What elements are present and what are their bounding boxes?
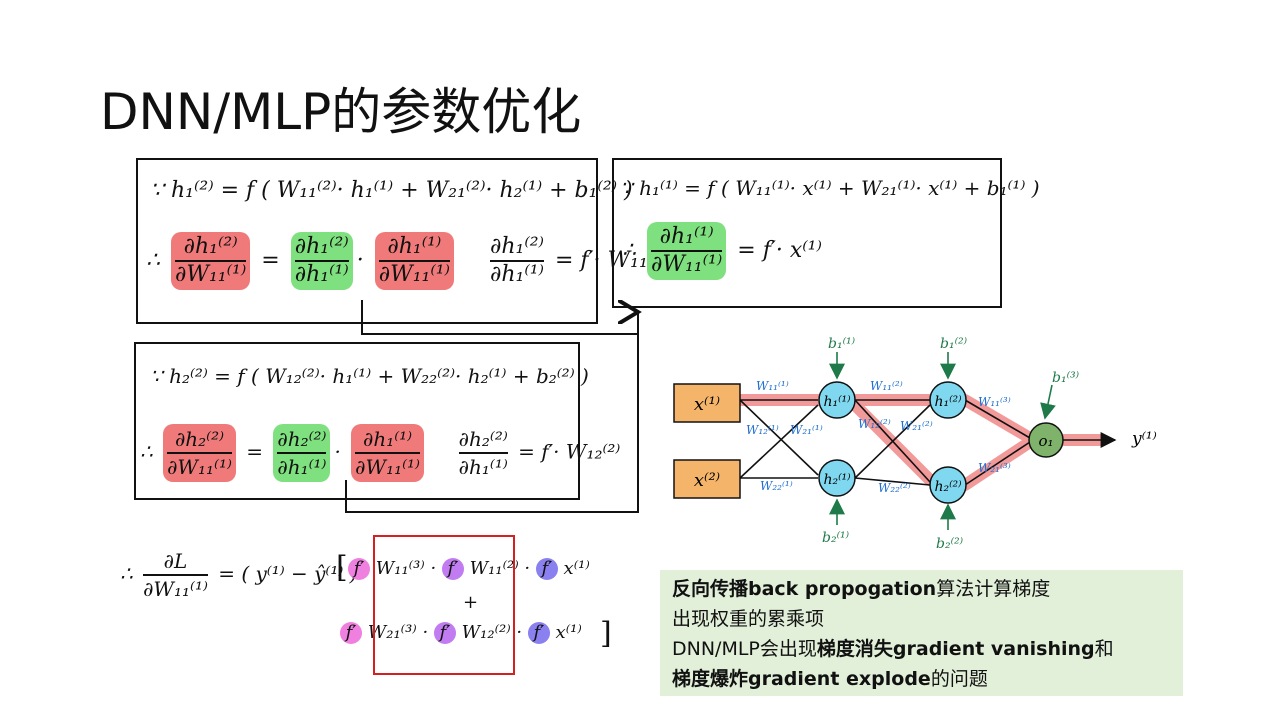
box2-lhs-fraction: ∂h₁⁽¹⁾∂W₁₁⁽¹⁾	[647, 222, 727, 280]
info-line-1: 反向传播back propogation算法计算梯度	[672, 578, 1051, 600]
hidden2-node-1	[929, 381, 967, 419]
activation-derivative-dot-4: f′	[340, 622, 362, 644]
weight-label-w12-1: W₁₂⁽¹⁾	[746, 423, 779, 437]
loss-gradient-fraction: ∂L∂W₁₁⁽¹⁾	[143, 549, 208, 601]
box1-term1-fraction: ∂h₁⁽²⁾∂h₁⁽¹⁾	[290, 232, 353, 290]
box3-term2-fraction: ∂h₁⁽¹⁾∂W₁₁⁽¹⁾	[351, 424, 424, 482]
bracket-open: [	[336, 550, 348, 585]
box1-result-fraction: ∂h₁⁽²⁾∂h₁⁽¹⁾	[489, 234, 544, 287]
hidden1-node-1	[818, 381, 856, 419]
box3-result-fraction: ∂h₂⁽²⁾∂h₁⁽¹⁾	[458, 427, 508, 479]
box1-equation: ∵ h₁⁽²⁾ = f ( W₁₁⁽²⁾· h₁⁽¹⁾ + W₂₁⁽²⁾· h₂…	[150, 178, 633, 203]
target-label: y⁽¹⁾	[1131, 429, 1157, 449]
bracket-close: ]	[600, 616, 612, 651]
weight-label-w11-2: W₁₁⁽²⁾	[870, 379, 903, 393]
weight-label-w11-1: W₁₁⁽¹⁾	[756, 379, 789, 393]
box3-term1-fraction: ∂h₂⁽²⁾∂h₁⁽¹⁾	[273, 424, 331, 482]
input-node-x2	[673, 459, 741, 499]
hidden2-node-2	[929, 466, 967, 504]
bias-label-b1-2: b₁⁽²⁾	[940, 336, 968, 352]
weight-label-w22-2: W₂₂⁽²⁾	[878, 481, 911, 495]
equation-box-h1-2	[136, 158, 598, 324]
weight-product-highlight-box	[373, 535, 515, 675]
activation-derivative-dot-2: f′	[441, 558, 464, 580]
activation-derivative-dot-3: f′	[535, 558, 558, 580]
connector-box3	[345, 334, 639, 513]
bias-label-b2-2: b₂⁽²⁾	[936, 536, 964, 552]
equation-box-h1-1	[612, 158, 1002, 308]
equation-box-h2-2	[134, 342, 580, 500]
box1-lhs-fraction: ∂h₁⁽²⁾∂W₁₁⁽¹⁾	[171, 232, 251, 290]
activation-derivative-dot-5: f′	[433, 622, 456, 644]
output-node	[1028, 422, 1064, 458]
box3-chain-rule: ∴ ∂h₂⁽²⁾∂W₁₁⁽¹⁾ = ∂h₂⁽²⁾∂h₁⁽¹⁾· ∂h₁⁽¹⁾∂W…	[140, 424, 620, 482]
box3-lhs-fraction: ∂h₂⁽²⁾∂W₁₁⁽¹⁾	[163, 424, 236, 482]
bias-label-b1-3: b₁⁽³⁾	[1052, 370, 1080, 386]
hidden1-node-2	[818, 459, 856, 497]
activation-derivative-dot-1: f′	[348, 558, 370, 580]
activation-derivative-dot-6: f′	[527, 622, 550, 644]
bias-label-b2-1: b₂⁽¹⁾	[822, 530, 850, 546]
box2-derivative: ∴ ∂h₁⁽¹⁾∂W₁₁⁽¹⁾ = f′· x⁽¹⁾	[622, 222, 822, 280]
hidden2-label-2: h₂⁽²⁾	[934, 479, 962, 495]
hidden1-label-2: h₂⁽¹⁾	[823, 472, 851, 488]
input-node-x1	[673, 383, 741, 423]
weight-label-w22-1: W₂₂⁽¹⁾	[760, 479, 793, 493]
info-callout: 反向传播back propogation算法计算梯度 出现权重的累乘项 DNN/…	[660, 570, 1183, 696]
hidden1-label-1: h₁⁽¹⁾	[823, 394, 851, 410]
weight-label-w12-2: W₁₂⁽²⁾	[858, 417, 891, 431]
weight-label-w21-2: W₂₁⁽²⁾	[900, 419, 933, 433]
product-row-2: f′ W₂₁⁽³⁾ · f′ W₁₂⁽²⁾ · f′ x⁽¹⁾	[340, 622, 582, 644]
loss-gradient-expression: ∴ ∂L∂W₁₁⁽¹⁾ = ( y⁽¹⁾ − ŷ⁽¹⁾ )	[120, 549, 358, 601]
box1-chain-rule: ∴ ∂h₁⁽²⁾∂W₁₁⁽¹⁾ = ∂h₁⁽²⁾∂h₁⁽¹⁾· ∂h₁⁽¹⁾∂W…	[146, 232, 667, 290]
info-line-4: 梯度爆炸gradient explode的问题	[672, 668, 988, 690]
bias-label-b1-1: b₁⁽¹⁾	[828, 336, 856, 352]
plus-sign: +	[463, 592, 479, 613]
output-label: o₁	[1038, 432, 1053, 450]
box3-equation: ∵ h₂⁽²⁾ = f ( W₁₂⁽²⁾· h₁⁽¹⁾ + W₂₂⁽²⁾· h₂…	[150, 364, 589, 388]
box2-equation: ∵ h₁⁽¹⁾ = f ( W₁₁⁽¹⁾· x⁽¹⁾ + W₂₁⁽¹⁾· x⁽¹…	[620, 176, 1040, 200]
box1-term2-fraction: ∂h₁⁽¹⁾∂W₁₁⁽¹⁾	[374, 232, 454, 290]
input-label-x2: x⁽²⁾	[694, 470, 720, 491]
loss-error-term: = ( y⁽¹⁾ − ŷ⁽¹⁾ )	[218, 561, 358, 586]
info-line-3: DNN/MLP会出现梯度消失gradient vanishing和	[672, 638, 1114, 660]
page-title: DNN/MLP的参数优化	[100, 83, 582, 141]
info-line-2: 出现权重的累乘项	[672, 608, 825, 630]
product-row-1: f′ W₁₁⁽³⁾ · f′ W₁₁⁽²⁾ · f′ x⁽¹⁾	[348, 558, 590, 580]
weight-label-w11-3: W₁₁⁽³⁾	[978, 395, 1011, 409]
hidden2-label-1: h₁⁽²⁾	[934, 394, 962, 410]
connector-box1	[361, 300, 638, 335]
network-diagram: x⁽¹⁾ x⁽²⁾ h₁⁽¹⁾ h₂⁽¹⁾ h₁⁽²⁾ h₂⁽²⁾ o₁ y⁽¹…	[673, 336, 1157, 552]
weight-label-w21-3: W₂₁⁽³⁾	[978, 461, 1011, 475]
input-label-x1: x⁽¹⁾	[694, 394, 720, 415]
weight-label-w21-1: W₂₁⁽¹⁾	[790, 423, 823, 437]
